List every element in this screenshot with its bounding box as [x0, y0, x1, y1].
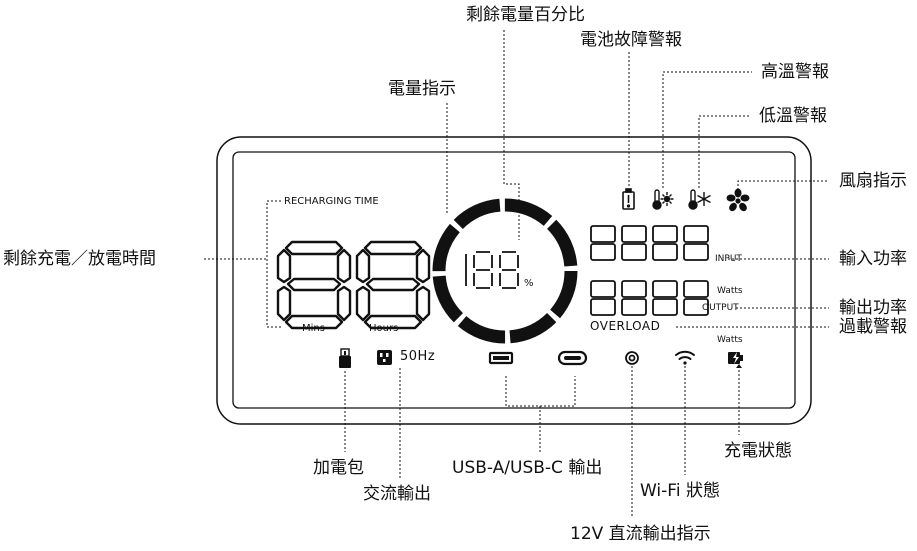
callout-output-power: 輸出功率 — [839, 298, 907, 318]
usb-a-icon — [488, 351, 514, 365]
lcd-screen — [232, 151, 796, 409]
recharging-bracket — [266, 200, 281, 328]
low-temp-icon — [688, 189, 711, 210]
callout-power-level: 電量指示 — [388, 79, 456, 99]
battery-ring — [432, 198, 578, 344]
big-digits — [276, 240, 431, 330]
callout-battery-pack: 加電包 — [313, 458, 364, 478]
usb-c-icon — [557, 350, 588, 366]
percent-symbol: % — [524, 278, 534, 289]
callout-fan: 風扇指示 — [839, 171, 907, 191]
output-label: OUTPUT — [702, 303, 739, 313]
callout-dc-output: 12V 直流輸出指示 — [570, 524, 711, 544]
callout-input-power: 輸入功率 — [839, 249, 907, 269]
callout-ac-output: 交流輸出 — [363, 484, 431, 504]
percent-digits — [465, 251, 519, 289]
ac-outlet-icon — [377, 350, 392, 365]
dc-port-icon — [625, 351, 639, 365]
ac-frequency-label: 50Hz — [400, 349, 436, 364]
output-watts-label: Watts — [717, 335, 743, 345]
callout-charging: 充電狀態 — [724, 441, 792, 461]
callout-overload: 過載警報 — [839, 317, 907, 337]
wifi-icon — [675, 350, 695, 365]
input-label: INPUT — [715, 254, 742, 264]
power-digits — [590, 225, 709, 316]
callout-high-temp: 高溫警報 — [761, 62, 829, 82]
callout-remaining-percent: 剩餘電量百分比 — [466, 5, 585, 25]
callout-low-temp: 低溫警報 — [759, 106, 827, 126]
fan-icon — [726, 188, 750, 212]
input-watts-label: Watts — [717, 286, 743, 296]
mins-label: Mins — [302, 323, 325, 334]
leader-lines — [204, 30, 829, 517]
device-frame — [216, 136, 812, 425]
high-temp-icon — [652, 189, 674, 210]
callout-remaining-time: 剩餘充電／放電時間 — [3, 249, 156, 269]
battery-fault-icon — [622, 188, 635, 210]
usb-bracket — [505, 376, 576, 407]
hours-label: Hours — [369, 323, 399, 334]
overload-label: OVERLOAD — [590, 319, 661, 333]
recharging-time-label: RECHARGING TIME — [284, 196, 379, 207]
battery-pack-icon — [339, 348, 351, 368]
callout-wifi: Wi-Fi 狀態 — [640, 481, 720, 501]
callout-usb-output: USB-A/USB-C 輸出 — [452, 458, 603, 478]
callout-battery-fault: 電池故障警報 — [580, 30, 682, 50]
charging-icon — [728, 352, 743, 364]
